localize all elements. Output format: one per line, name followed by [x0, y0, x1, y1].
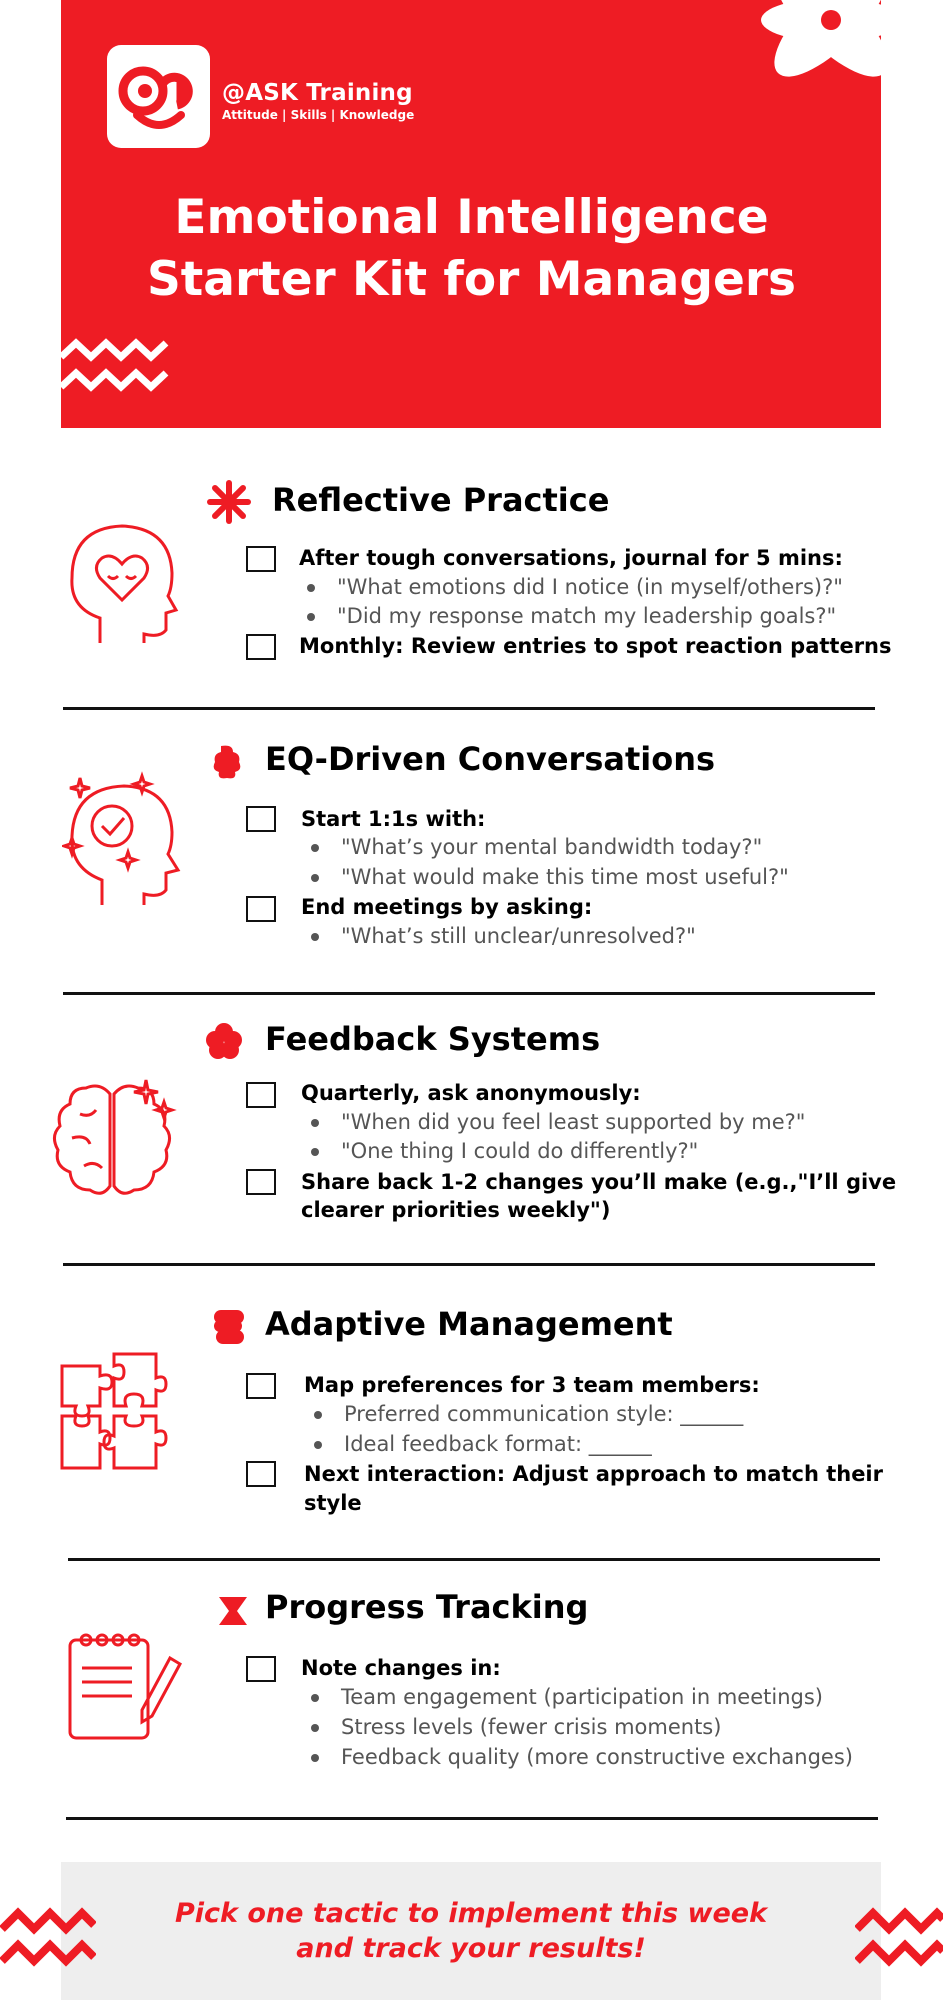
- brain-icon: [50, 1074, 180, 1204]
- footer-cta-line-2: and track your results!: [296, 1933, 646, 1964]
- brand-name: @ASK Training: [222, 80, 413, 106]
- asterisk-icon: [207, 480, 251, 524]
- bullet-item: "Did my response match my leadership goa…: [306, 604, 837, 628]
- notepad-pen-icon: [66, 1630, 184, 1742]
- task-text-line-2: style: [304, 1491, 362, 1515]
- task-text: Note changes in:: [301, 1656, 501, 1680]
- section-title-adaptive-management: Adaptive Management: [265, 1305, 673, 1343]
- spiral-shape-icon: [211, 744, 243, 780]
- task-text-line-1: Share back 1-2 changes you’ll make (e.g.…: [301, 1170, 897, 1194]
- rounded-blob-icon: [212, 1308, 246, 1346]
- bullet-item: "What’s still unclear/unresolved?": [311, 924, 696, 948]
- puzzle-icon: [60, 1352, 172, 1470]
- task-checkbox[interactable]: [246, 1461, 276, 1487]
- task-text-line-2: clearer priorities weekly"): [301, 1198, 611, 1222]
- task-text-line-1: Next interaction: Adjust approach to mat…: [304, 1462, 883, 1486]
- bullet-item: Feedback quality (more constructive exch…: [311, 1745, 853, 1769]
- section-title-reflective-practice: Reflective Practice: [272, 481, 610, 519]
- task-checkbox[interactable]: [246, 1169, 276, 1195]
- task-checkbox[interactable]: [246, 546, 276, 572]
- task-checkbox[interactable]: [246, 634, 276, 660]
- bullet-item: "What emotions did I notice (in myself/o…: [307, 575, 843, 599]
- section-divider: [63, 707, 875, 710]
- section-title-eq-driven-conversations: EQ-Driven Conversations: [265, 740, 716, 778]
- footer-cta-line-1: Pick one tactic to implement this week: [174, 1898, 768, 1929]
- task-text: Start 1:1s with:: [301, 807, 486, 831]
- section-title-feedback-systems: Feedback Systems: [265, 1020, 601, 1058]
- task-checkbox[interactable]: [246, 806, 276, 832]
- task-text: After tough conversations, journal for 5…: [299, 546, 843, 570]
- section-divider: [66, 1817, 878, 1820]
- bullet-item: Ideal feedback format: ______: [314, 1432, 652, 1456]
- task-checkbox[interactable]: [246, 1373, 276, 1399]
- zigzag-decoration-icon: [61, 338, 169, 392]
- task-checkbox[interactable]: [246, 896, 276, 922]
- zigzag-left-icon: [0, 1905, 96, 1973]
- task-text: Monthly: Review entries to spot reaction…: [299, 634, 892, 658]
- section-divider: [63, 1263, 875, 1266]
- bullet-item: Preferred communication style: ______: [313, 1402, 744, 1426]
- hourglass-shape-icon: [217, 1595, 249, 1627]
- check-head-icon: [62, 770, 182, 910]
- heart-head-icon: [60, 518, 180, 648]
- footer-banner: [61, 1862, 881, 2000]
- task-text: End meetings by asking:: [301, 895, 593, 919]
- bullet-item: "What’s your mental bandwidth today?": [310, 835, 763, 859]
- section-title-progress-tracking: Progress Tracking: [265, 1588, 589, 1626]
- bullet-item: "When did you feel least supported by me…: [310, 1110, 806, 1134]
- section-divider: [68, 1558, 880, 1561]
- flower-decoration-icon: [761, 0, 881, 77]
- zigzag-right-icon: [855, 1905, 943, 1973]
- logo: [107, 45, 210, 148]
- bullet-item: Stress levels (fewer crisis moments): [310, 1715, 722, 1739]
- bullet-item: "One thing I could do differently?": [310, 1139, 699, 1163]
- section-divider: [63, 992, 875, 995]
- task-text: Quarterly, ask anonymously:: [301, 1081, 641, 1105]
- bullet-item: "What would make this time most useful?": [311, 865, 789, 889]
- task-text: Map preferences for 3 team members:: [304, 1373, 760, 1397]
- brand-tagline: Attitude | Skills | Knowledge: [222, 108, 415, 122]
- flower-shape-icon: [205, 1022, 243, 1060]
- task-checkbox[interactable]: [246, 1656, 276, 1682]
- page-title-line-2: Starter Kit for Managers: [146, 252, 797, 307]
- task-checkbox[interactable]: [246, 1082, 276, 1108]
- ask-logo-icon: [118, 66, 193, 129]
- page-title-line-1: Emotional Intelligence: [174, 190, 769, 245]
- bullet-item: Team engagement (participation in meetin…: [311, 1685, 823, 1709]
